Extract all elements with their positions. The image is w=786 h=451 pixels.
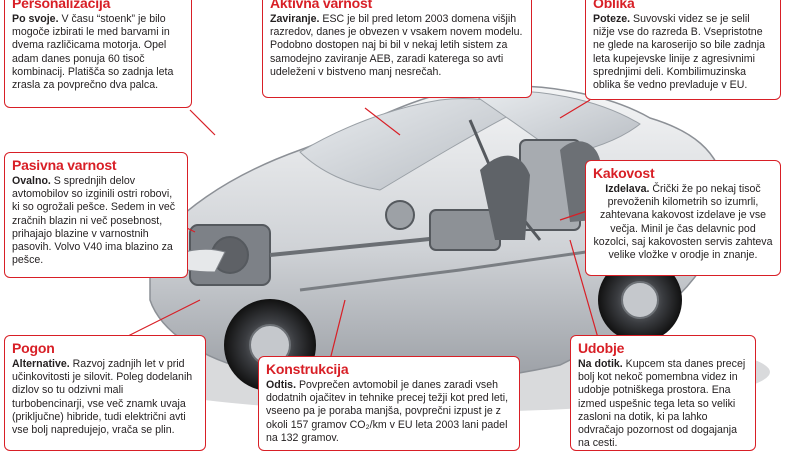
callout-heading: Aktivna varnost bbox=[270, 0, 373, 11]
callout-heading: Udobje bbox=[578, 340, 625, 356]
callout-body: Alternative. Razvoj zadnjih let v prid u… bbox=[12, 358, 198, 437]
callout-text: Razvoj zadnjih let v prid učinkovitosti … bbox=[12, 358, 193, 437]
seat bbox=[480, 155, 530, 240]
callout-heading: Pogon bbox=[12, 340, 55, 356]
callout-body: Izdelava. Črički že po nekaj tisoč prevo… bbox=[593, 183, 773, 262]
callout-personalizacija: Personalizacija Po svoje. V času “stoenk… bbox=[4, 0, 192, 108]
callout-body: Odtis. Povprečen avtomobil je danes zara… bbox=[266, 379, 512, 445]
callout-body: Ovalno. S sprednjih delov avtomobilov so… bbox=[12, 175, 180, 267]
rear-wheel-hub bbox=[621, 281, 659, 319]
callout-body: Zaviranje. ESC je bil pred letom 2003 do… bbox=[270, 13, 524, 79]
callout-kakovost: Kakovost Izdelava. Črički že po nekaj ti… bbox=[585, 160, 781, 276]
callout-heading: Oblika bbox=[593, 0, 635, 11]
callout-udobje: Udobje Na dotik. Kupcem sta danes precej… bbox=[570, 335, 756, 451]
callout-text: Črički že po nekaj tisoč prevoženih kilo… bbox=[593, 183, 773, 262]
callout-lead: Odtis. bbox=[266, 379, 297, 391]
callout-pasivna-varnost: Pasivna varnost Ovalno. S sprednjih delo… bbox=[4, 152, 188, 278]
callout-aktivna-varnost: Aktivna varnost Zaviranje. ESC je bil pr… bbox=[262, 0, 532, 98]
callout-lead: Izdelava. bbox=[605, 183, 650, 195]
callout-body: Na dotik. Kupcem sta danes precej bolj k… bbox=[578, 358, 748, 450]
callout-body: Poteze. Suvovski videz se je selil nižje… bbox=[593, 13, 773, 92]
callout-lead: Ovalno. bbox=[12, 175, 51, 187]
callout-text: ESC je bil pred letom 2003 domena višjih… bbox=[270, 13, 523, 78]
callout-body: Po svoje. V času “stoenk” je bilo mogoče… bbox=[12, 13, 184, 92]
callout-oblika: Oblika Poteze. Suvovski videz se je seli… bbox=[585, 0, 781, 100]
car-roof-glass bbox=[468, 90, 641, 157]
callout-lead: Alternative. bbox=[12, 358, 70, 370]
callout-heading: Personalizacija bbox=[12, 0, 111, 11]
callout-pogon: Pogon Alternative. Razvoj zadnjih let v … bbox=[4, 335, 206, 451]
callout-lead: Zaviranje. bbox=[270, 13, 320, 25]
callout-text: Povprečen avtomobil je danes zaradi vseh… bbox=[266, 379, 509, 444]
callout-heading: Kakovost bbox=[593, 165, 655, 181]
callout-lead: Po svoje. bbox=[12, 13, 59, 25]
callout-lead: Poteze. bbox=[593, 13, 631, 25]
callout-text: V času “stoenk” je bilo mogoče izbirati … bbox=[12, 13, 174, 92]
callout-text: Kupcem sta danes precej bolj kot nekoč p… bbox=[578, 358, 746, 450]
callout-text: S sprednjih delov avtomobilov so izginil… bbox=[12, 175, 176, 267]
callout-konstrukcija: Konstrukcija Odtis. Povprečen avtomobil … bbox=[258, 356, 520, 451]
callout-heading: Konstrukcija bbox=[266, 361, 349, 377]
callout-lead: Na dotik. bbox=[578, 358, 623, 370]
callout-heading: Pasivna varnost bbox=[12, 157, 117, 173]
callout-text: Suvovski videz se je selil nižje vse do … bbox=[593, 13, 765, 92]
